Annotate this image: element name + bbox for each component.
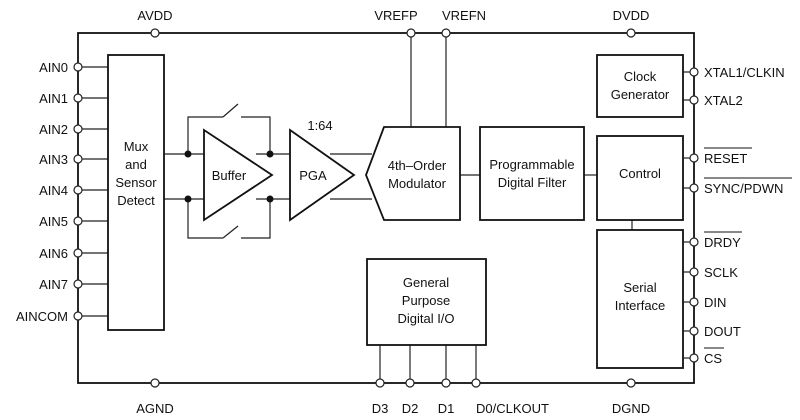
pin-label: SYNC/PDWN xyxy=(704,181,783,196)
pin-dgnd: DGND xyxy=(612,378,650,416)
pin-label: AIN1 xyxy=(39,91,68,106)
pin-label: AIN4 xyxy=(39,183,68,198)
pga-block: PGA 1:64 xyxy=(289,118,356,222)
block-label: Programmable xyxy=(489,157,574,172)
pin-label: VREFN xyxy=(442,8,486,23)
pin-label: AIN5 xyxy=(39,214,68,229)
block-label: PGA xyxy=(299,168,327,183)
pin-label: VREFP xyxy=(374,8,417,23)
clock-generator-block: Clock Generator xyxy=(596,54,684,118)
pin-vrefn: VREFN xyxy=(441,8,486,127)
gpio-block: General Purpose Digital I/O xyxy=(366,258,487,346)
block-label: and xyxy=(125,157,147,172)
block-label: Digital I/O xyxy=(397,311,454,326)
pin-label: D1 xyxy=(438,401,455,416)
modulator-block: 4th–Order Modulator xyxy=(365,126,461,221)
pin-agnd: AGND xyxy=(136,378,174,416)
serial-interface-block: Serial Interface xyxy=(596,229,684,369)
pin-label: DGND xyxy=(612,401,650,416)
pin-d0-clkout: D0/CLKOUT xyxy=(471,345,549,416)
pin-label: AGND xyxy=(136,401,174,416)
block-label: Digital Filter xyxy=(498,175,567,190)
pin-label: XTAL2 xyxy=(704,93,743,108)
pga-gain-label: 1:64 xyxy=(307,118,332,133)
pin-label: DRDY xyxy=(704,235,741,250)
block-label: Control xyxy=(619,166,661,181)
pin-sync-pdwn: SYNC/PDWN xyxy=(683,177,792,196)
block-label: Interface xyxy=(615,298,666,313)
pin-ain1: AIN1 xyxy=(39,91,108,106)
pin-label: D3 xyxy=(372,401,389,416)
pin-label: DIN xyxy=(704,295,726,310)
pin-label: CS xyxy=(704,351,722,366)
pin-ain4: AIN4 xyxy=(39,183,108,198)
pin-d1: D1 xyxy=(438,345,455,416)
block-label: Mux xyxy=(124,139,149,154)
chip-outline xyxy=(77,32,695,384)
pin-ain2: AIN2 xyxy=(39,122,108,137)
pin-label: AINCOM xyxy=(16,309,68,324)
pin-xtal1-clkin: XTAL1/CLKIN xyxy=(683,65,785,80)
pin-dout: DOUT xyxy=(683,324,741,339)
pin-reset: RESET xyxy=(683,147,752,166)
pin-ain5: AIN5 xyxy=(39,214,108,229)
block-label: Modulator xyxy=(388,176,446,191)
block-label: Detect xyxy=(117,193,155,208)
pin-ain7: AIN7 xyxy=(39,277,108,292)
block-label: 4th–Order xyxy=(388,158,447,173)
pin-label: AIN6 xyxy=(39,246,68,261)
pin-label: D2 xyxy=(402,401,419,416)
control-block: Control xyxy=(596,135,684,221)
block-label: Clock xyxy=(624,69,657,84)
pin-aincom: AINCOM xyxy=(16,309,108,324)
pin-vrefp: VREFP xyxy=(374,8,418,127)
pin-label: AIN2 xyxy=(39,122,68,137)
block-label: Sensor xyxy=(115,175,157,190)
block-label: General xyxy=(403,275,449,290)
buffer-block: Buffer xyxy=(203,128,274,222)
pin-label: DVDD xyxy=(613,8,650,23)
pin-label: AIN0 xyxy=(39,60,68,75)
pin-ain3: AIN3 xyxy=(39,152,108,167)
block-label: Serial xyxy=(623,280,656,295)
block-label: Generator xyxy=(611,87,670,102)
mux-sensor-detect-block: Mux and Sensor Detect xyxy=(107,54,165,331)
pin-din: DIN xyxy=(683,295,726,310)
signal-wires xyxy=(164,103,633,239)
digital-filter-block: Programmable Digital Filter xyxy=(479,126,585,221)
pin-label: XTAL1/CLKIN xyxy=(704,65,785,80)
pin-label: AIN3 xyxy=(39,152,68,167)
pin-ain0: AIN0 xyxy=(39,60,108,75)
pin-d2: D2 xyxy=(402,345,419,416)
pin-avdd: AVDD xyxy=(137,8,173,38)
pin-cs: CS xyxy=(683,347,724,366)
block-label: Purpose xyxy=(402,293,450,308)
pin-label: AVDD xyxy=(137,8,172,23)
pin-label: SCLK xyxy=(704,265,738,280)
block-label: Buffer xyxy=(212,168,247,183)
pin-drdy: DRDY xyxy=(683,231,742,250)
pin-label: D0/CLKOUT xyxy=(476,401,549,416)
pin-label: RESET xyxy=(704,151,747,166)
junction-dots xyxy=(184,150,274,203)
pin-ain6: AIN6 xyxy=(39,246,108,261)
pin-sclk: SCLK xyxy=(683,265,738,280)
pin-dvdd: DVDD xyxy=(613,8,650,38)
pin-xtal2: XTAL2 xyxy=(683,93,743,108)
pin-d3: D3 xyxy=(372,345,389,416)
pin-label: AIN7 xyxy=(39,277,68,292)
pin-label: DOUT xyxy=(704,324,741,339)
